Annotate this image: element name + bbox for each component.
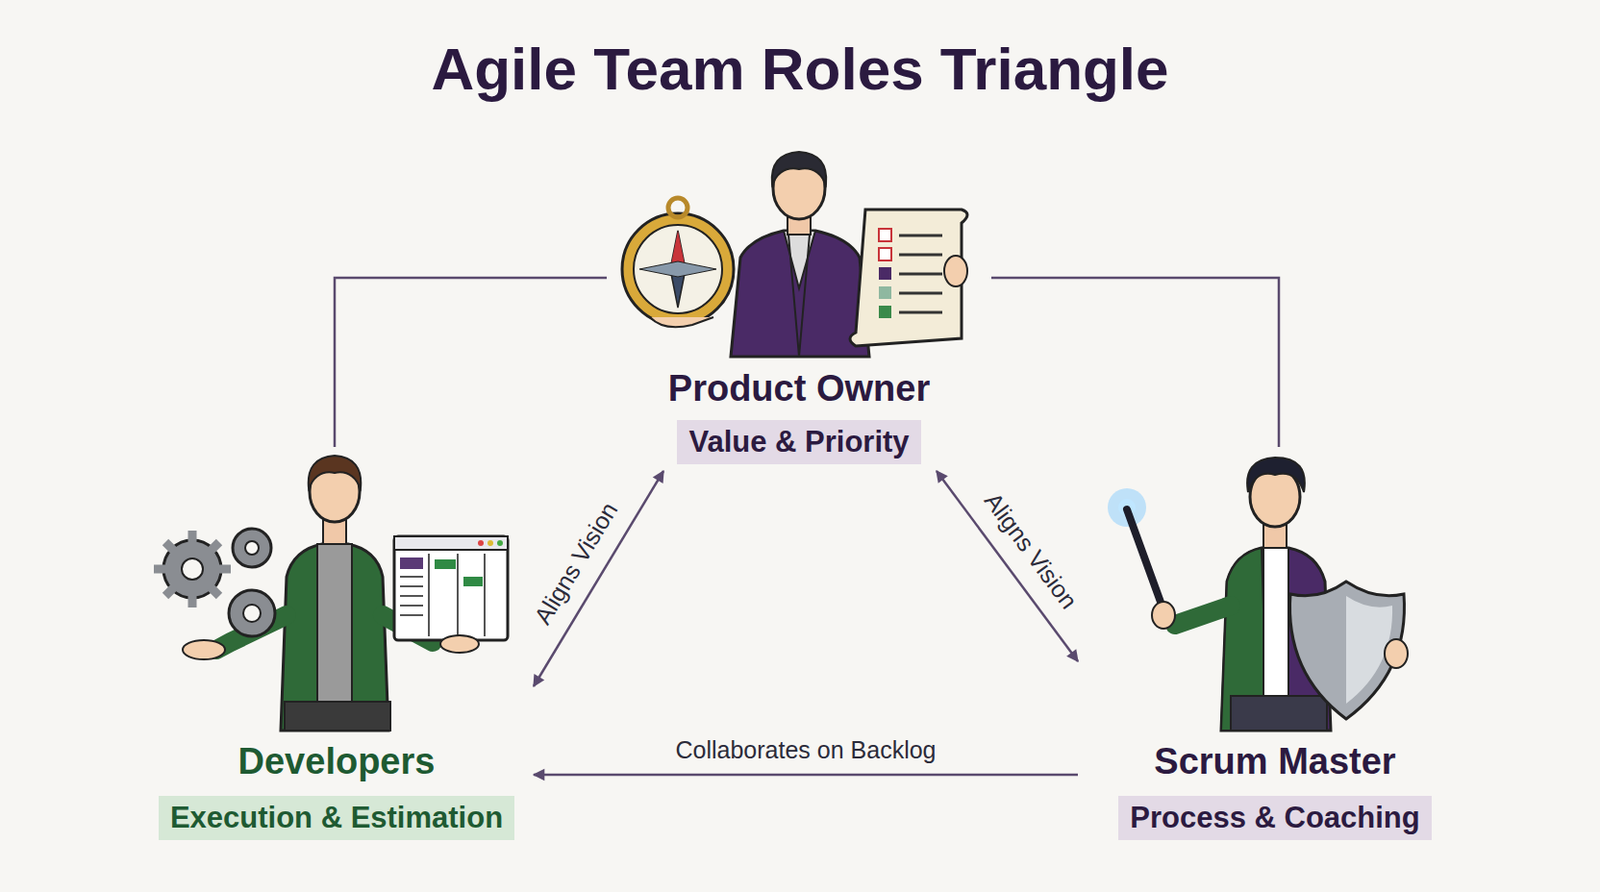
scrum-master-figure — [1107, 457, 1408, 731]
role-name: Developers — [139, 741, 534, 783]
bracket-connector — [991, 277, 1279, 448]
edge-label: Collaborates on Backlog — [672, 736, 941, 765]
subtitle-row: Execution & Estimation — [139, 796, 534, 841]
role-card: DevelopersExecution & Estimation — [139, 447, 534, 847]
role-card: Scrum MasterProcess & Coaching — [1077, 447, 1473, 847]
role-focus-tag: Value & Priority — [676, 420, 921, 465]
subtitle-row: Value & Priority — [606, 420, 992, 465]
role-card: Product OwnerValue & Priority — [606, 144, 992, 472]
role-name: Scrum Master — [1077, 741, 1473, 783]
diagram-title: Agile Team Roles Triangle — [0, 34, 1600, 103]
subtitle-row: Process & Coaching — [1077, 796, 1473, 841]
role-focus-tag: Process & Coaching — [1118, 796, 1431, 841]
role-name: Product Owner — [606, 368, 992, 410]
arrow-connector — [533, 774, 1078, 777]
edge-label: Aligns Vision — [525, 494, 625, 633]
role-focus-tag: Execution & Estimation — [158, 796, 515, 841]
product-owner-figure — [622, 151, 968, 357]
developers-figure — [153, 455, 508, 731]
bracket-connector — [334, 277, 607, 448]
